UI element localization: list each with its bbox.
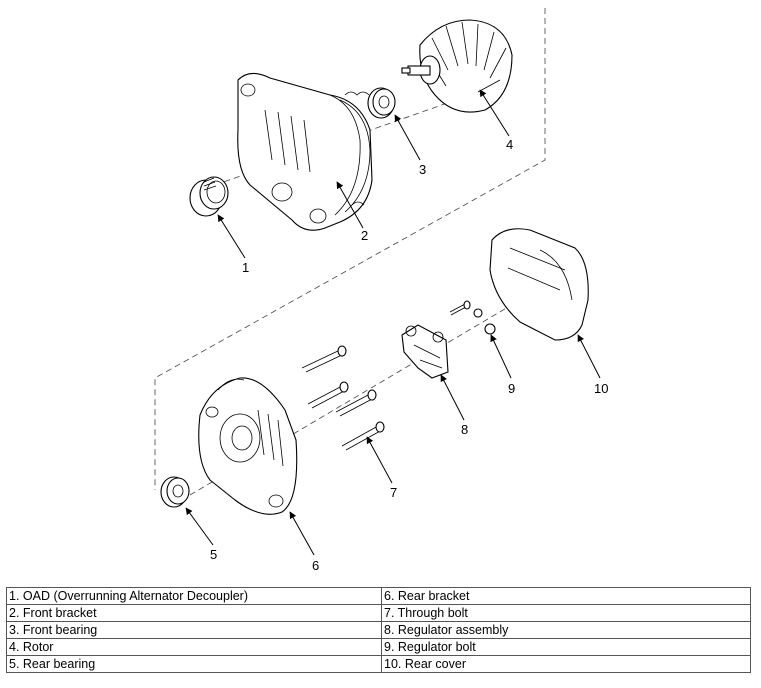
callout-7: 7	[390, 485, 397, 500]
parts-legend-table: 1. OAD (Overrunning Alternator Decoupler…	[6, 587, 751, 673]
legend-item-6: 6. Rear bracket	[381, 587, 751, 605]
callout-6: 6	[312, 558, 319, 573]
legend-item-8: 8. Regulator assembly	[381, 621, 751, 639]
rotor	[401, 19, 513, 113]
legend-row: 5. Rear bearing 10. Rear cover	[6, 655, 751, 673]
legend-item-5: 5. Rear bearing	[6, 655, 382, 673]
front-bearing	[367, 87, 396, 119]
rear-cover	[489, 228, 589, 341]
callout-3: 3	[419, 162, 426, 177]
legend-row: 4. Rotor 9. Regulator bolt	[6, 638, 751, 656]
callout-9: 9	[508, 381, 515, 396]
legend-item-2: 2. Front bracket	[6, 604, 382, 622]
callout-1: 1	[242, 260, 249, 275]
rear-bearing	[160, 476, 190, 508]
legend-item-10: 10. Rear cover	[381, 655, 751, 673]
legend-row: 3. Front bearing 8. Regulator assembly	[6, 621, 751, 639]
legend-item-3: 3. Front bearing	[6, 621, 382, 639]
rear-bracket	[198, 377, 298, 515]
through-bolts	[301, 345, 385, 451]
callout-2: 2	[361, 228, 368, 243]
exploded-diagram: 1 2 3 4 5 6 7 8 9 10	[154, 8, 608, 573]
legend-row: 2. Front bracket 7. Through bolt	[6, 604, 751, 622]
callout-8: 8	[461, 422, 468, 437]
leader-lines	[185, 89, 601, 556]
front-bracket	[237, 72, 373, 231]
regulator-assembly	[401, 324, 449, 379]
oad-pulley	[189, 176, 229, 217]
legend-item-1: 1. OAD (Overrunning Alternator Decoupler…	[6, 587, 382, 605]
callout-4: 4	[506, 137, 513, 152]
regulator-bolts	[449, 300, 496, 335]
callout-10: 10	[594, 381, 608, 396]
legend-item-7: 7. Through bolt	[381, 604, 751, 622]
legend-item-9: 9. Regulator bolt	[381, 638, 751, 656]
callout-5: 5	[210, 547, 217, 562]
legend-row: 1. OAD (Overrunning Alternator Decoupler…	[6, 587, 751, 605]
legend-item-4: 4. Rotor	[6, 638, 382, 656]
